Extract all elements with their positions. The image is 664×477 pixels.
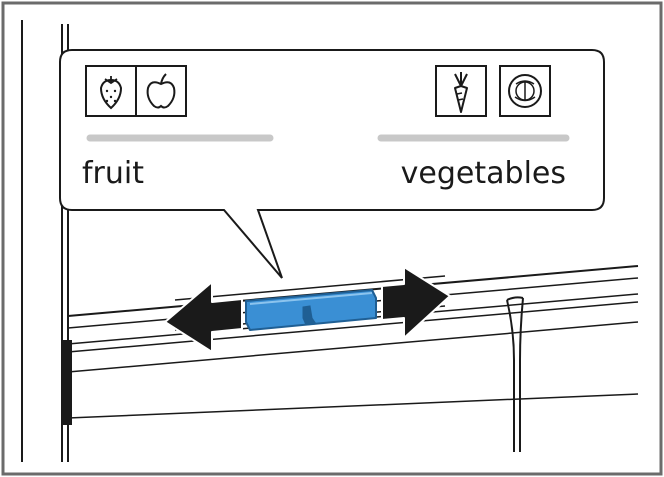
drawer-left-edge bbox=[62, 340, 72, 425]
fruit-label: fruit bbox=[82, 156, 144, 191]
strawberry-icon bbox=[85, 65, 137, 117]
cabbage-icon bbox=[499, 65, 551, 117]
vegetables-label: vegetables bbox=[401, 156, 566, 191]
drawer-divider bbox=[506, 296, 524, 452]
arrow-right-icon bbox=[381, 266, 451, 339]
arrow-left-icon bbox=[164, 281, 243, 353]
humidity-slider[interactable] bbox=[245, 289, 377, 331]
carrot-icon bbox=[435, 65, 487, 117]
apple-icon bbox=[135, 65, 187, 117]
slider-grip bbox=[302, 305, 317, 326]
